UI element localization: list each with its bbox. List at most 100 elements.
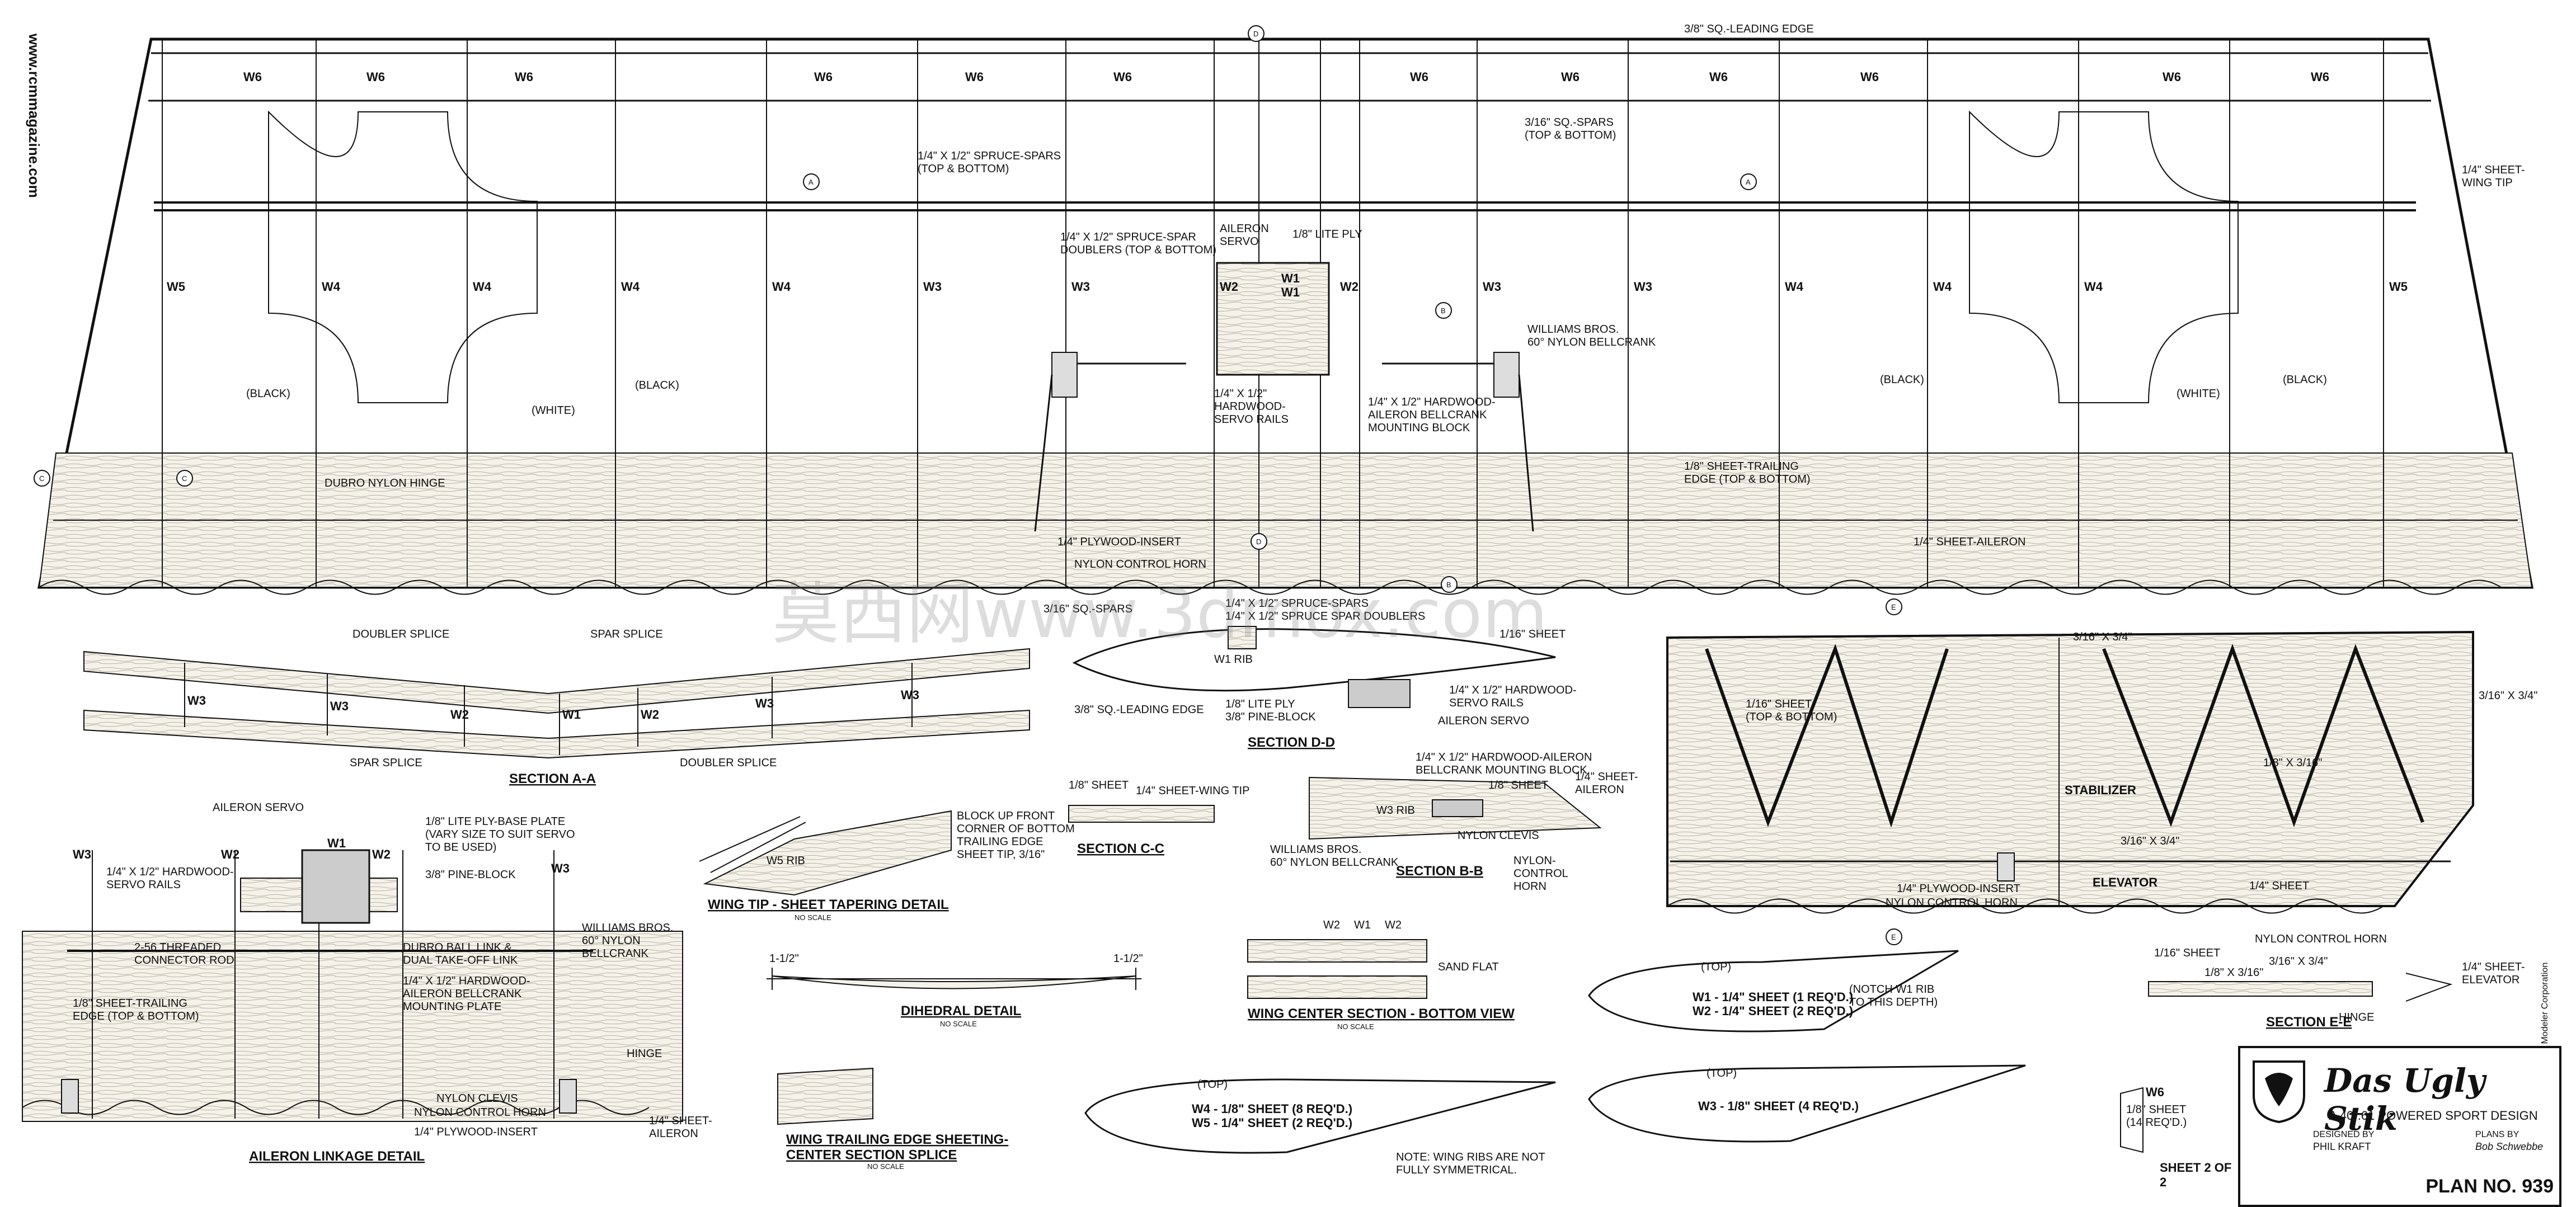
svg-text:1/16" SHEET: 1/16" SHEET — [1499, 628, 1566, 640]
svg-text:W6: W6 — [1410, 70, 1428, 84]
plans-by-label: PLANS BY — [2475, 1130, 2519, 1139]
designed-by-label: DESIGNED BY — [2313, 1130, 2375, 1139]
svg-text:W6: W6 — [2163, 70, 2181, 84]
svg-text:NO SCALE: NO SCALE — [1337, 1022, 1374, 1031]
iron-cross-right — [1969, 110, 2239, 403]
svg-text:W4: W4 — [1933, 280, 1952, 294]
label-white-2: (WHITE) — [2177, 388, 2220, 400]
pushrods — [1034, 362, 1534, 532]
svg-text:W1: W1 — [327, 836, 346, 850]
svg-text:3/8" PINE-BLOCK: 3/8" PINE-BLOCK — [425, 869, 516, 881]
svg-text:1/8" SHEET: 1/8" SHEET — [1069, 779, 1129, 791]
te-sheeting: WING TRAILING EDGE SHEETING-CENTER SECTI… — [777, 1067, 1008, 1171]
model-subtitle: A 40-.61 POWERED SPORT DESIGN — [2329, 1109, 2538, 1123]
svg-text:1/4" PLYWOOD-INSERT: 1/4" PLYWOOD-INSERT — [1897, 883, 2020, 895]
dihedral-detail: 1-1/2" 1-1/2" DIHEDRAL DETAIL NO SCALE — [767, 953, 1143, 1028]
svg-text:W4: W4 — [473, 280, 492, 294]
section-markers: A A D D B B C C — [34, 25, 1757, 593]
side-url: www.rcmmagazine.com — [26, 34, 43, 198]
svg-text:W3: W3 — [73, 847, 91, 861]
rib-w3 — [1588, 1064, 2026, 1143]
svg-text:W6: W6 — [1113, 70, 1132, 84]
section-ee-title: SECTION E-E — [2266, 1015, 2352, 1030]
svg-text:NYLON CONTROL HORN: NYLON CONTROL HORN — [1886, 897, 2018, 909]
aileron-linkage: W3 W2 W1 W2 W3 AILERON SERVO 1/4" X 1/2"… — [22, 801, 712, 1164]
dd-airfoil — [1072, 628, 1556, 692]
label-spruce-spars: 1/4" X 1/2" SPRUCE-SPARS(TOP & BOTTOM) — [918, 150, 1061, 175]
svg-text:W4: W4 — [772, 280, 791, 294]
svg-text:1/4" SHEET-WING TIP: 1/4" SHEET-WING TIP — [1136, 785, 1249, 797]
svg-text:1/4" SHEET-AILERON: 1/4" SHEET-AILERON — [649, 1115, 712, 1140]
model-title: Das Ugly Stik — [2324, 1062, 2485, 1138]
svg-text:1/4" SHEET-AILERON: 1/4" SHEET-AILERON — [1575, 771, 1638, 796]
label-plywood-insert: 1/4" PLYWOOD-INSERT — [1057, 536, 1181, 548]
svg-text:W1: W1 — [562, 708, 581, 722]
svg-text:DUBRO BALL LINK &DUAL TAKE-OFF: DUBRO BALL LINK &DUAL TAKE-OFF LINK — [403, 941, 518, 966]
svg-text:A: A — [808, 178, 814, 186]
servo-bay — [1216, 262, 1330, 376]
svg-text:D: D — [1253, 30, 1258, 38]
svg-text:WILLIAMS BROS.60° NYLON BELLCR: WILLIAMS BROS.60° NYLON BELLCRANK — [1270, 843, 1399, 869]
center-section: W2 W1 W2 SAND FLAT WING CENTER SECTION -… — [1247, 919, 1515, 1031]
rib-w4-w5 — [1084, 1078, 1556, 1154]
rib-w6 — [2120, 1087, 2143, 1153]
svg-text:3/16" X 3/4": 3/16" X 3/4" — [2073, 631, 2132, 643]
svg-text:W2 - 1/4" SHEET (2 REQ'D.): W2 - 1/4" SHEET (2 REQ'D.) — [1693, 1004, 1853, 1018]
svg-text:1-1/2": 1-1/2" — [769, 953, 799, 965]
svg-text:1/8" SHEET(14 REQ'D.): 1/8" SHEET(14 REQ'D.) — [2126, 1104, 2187, 1129]
svg-text:W4: W4 — [621, 280, 640, 294]
svg-text:B: B — [1446, 581, 1451, 589]
svg-text:3/8" SQ.-LEADING EDGE: 3/8" SQ.-LEADING EDGE — [1074, 704, 1204, 716]
svg-text:W3: W3 — [187, 694, 206, 708]
svg-text:W1: W1 — [1354, 919, 1371, 931]
svg-text:W3: W3 — [551, 861, 570, 875]
svg-text:W3: W3 — [755, 696, 774, 710]
aa-spar-splice-bottom: SPAR SPLICE — [350, 757, 422, 769]
svg-text:1/16" SHEET: 1/16" SHEET — [2154, 947, 2220, 959]
svg-text:NO SCALE: NO SCALE — [940, 1020, 977, 1028]
svg-text:HINGE: HINGE — [2339, 1011, 2374, 1024]
svg-text:W2: W2 — [221, 847, 239, 861]
label-spars-right: 3/16" SQ.-SPARS(TOP & BOTTOM) — [1525, 116, 1616, 142]
svg-text:1/4" PLYWOOD-INSERT: 1/4" PLYWOOD-INSERT — [414, 1126, 538, 1138]
label-black-4: (BLACK) — [2283, 374, 2327, 386]
svg-text:W6: W6 — [1709, 70, 1728, 84]
svg-text:W3: W3 — [1071, 280, 1090, 294]
svg-text:W1 - 1/4" SHEET (1 REQ'D.): W1 - 1/4" SHEET (1 REQ'D.) — [1693, 990, 1853, 1004]
svg-text:W5 - 1/4" SHEET (2 REQ'D.): W5 - 1/4" SHEET (2 REQ'D.) — [1192, 1116, 1352, 1130]
svg-text:W6: W6 — [366, 70, 385, 84]
svg-text:W6: W6 — [965, 70, 984, 84]
svg-text:B: B — [1441, 307, 1446, 315]
svg-text:HINGE: HINGE — [627, 1048, 662, 1060]
svg-text:ELEVATOR: ELEVATOR — [2093, 875, 2157, 889]
svg-text:1/8" X 3/16": 1/8" X 3/16" — [2204, 966, 2263, 979]
svg-text:W4: W4 — [322, 280, 341, 294]
wing-plan — [37, 37, 2534, 595]
stab-truss — [1705, 644, 2424, 828]
svg-text:W4: W4 — [2084, 280, 2103, 294]
svg-text:NO SCALE: NO SCALE — [867, 1162, 904, 1171]
svg-text:W6: W6 — [1860, 70, 1879, 84]
svg-text:W1: W1 — [1281, 271, 1300, 285]
section-dd: 3/16" SQ.-SPARS 1/4" X 1/2" SPRUCE-SPARS… — [1043, 597, 1577, 750]
svg-text:W2: W2 — [641, 708, 659, 722]
svg-text:W3: W3 — [901, 688, 919, 702]
svg-text:W6: W6 — [2311, 70, 2329, 84]
svg-text:W3: W3 — [330, 699, 349, 713]
rib-top-labels: W6 W6 W6 W6 W6 W6 W6 W6 W6 W6 W6 W6 — [243, 70, 2329, 84]
label-bellcrank: WILLIAMS BROS.60° NYLON BELLCRANK — [1527, 323, 1656, 348]
svg-text:A: A — [1746, 178, 1751, 186]
aileron-linkage-title: AILERON LINKAGE DETAIL — [249, 1149, 425, 1164]
label-hinge: DUBRO NYLON HINGE — [325, 477, 445, 489]
svg-text:1/8" X 3/16": 1/8" X 3/16" — [2263, 757, 2322, 769]
svg-text:W5 RIB: W5 RIB — [767, 855, 805, 867]
svg-text:E: E — [1891, 933, 1896, 941]
